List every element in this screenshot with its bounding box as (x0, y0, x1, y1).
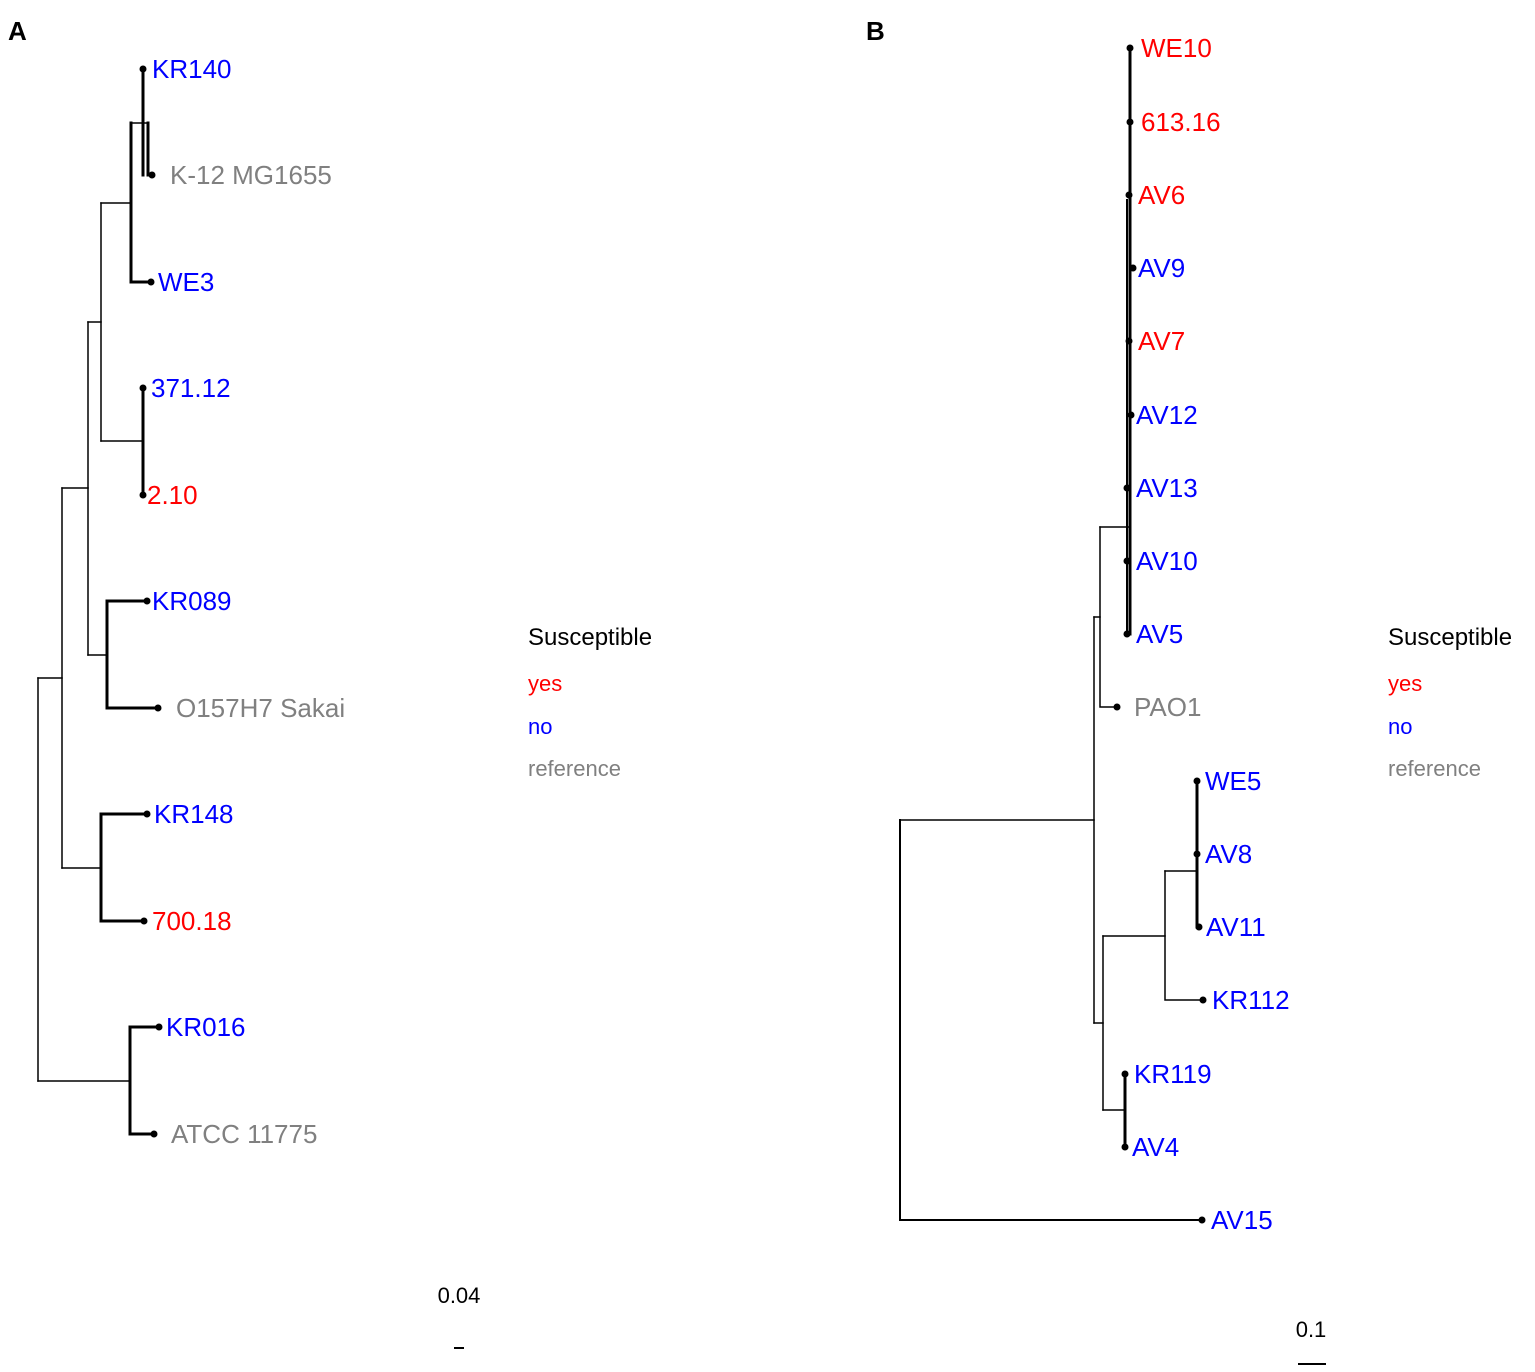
tree-b-tip-label: KR119 (1134, 1059, 1212, 1089)
tree-a-tip-label: KR140 (152, 54, 232, 84)
legend-b-reference: reference (1388, 756, 1481, 781)
tree-b-tip-label: AV11 (1206, 912, 1266, 942)
tree-b-tip-node (1125, 191, 1133, 199)
tree-a-tip-label: ATCC 11775 (171, 1119, 317, 1149)
panel-a-letter: A (8, 16, 27, 46)
tree-a-tip-label: 700.18 (152, 906, 232, 936)
legend-a-no: no (528, 714, 552, 739)
tree-a-tip-label: WE3 (158, 267, 214, 297)
tree-a-tip-node (154, 704, 162, 712)
tree-a-tip-label: 2.10 (147, 480, 198, 510)
scale-bar-a: 0.04 (438, 1283, 481, 1349)
tree-b-branch (1099, 526, 1118, 708)
legend-a: Susceptible yes no reference (528, 624, 652, 781)
tree-b-branch (899, 819, 1203, 1221)
tree-a-tip-label: K-12 MG1655 (170, 160, 332, 190)
tree-b-tip-label: AV7 (1138, 326, 1185, 356)
tree-b-tip-label: AV9 (1138, 253, 1185, 283)
tree-b-tip-label: PAO1 (1134, 692, 1201, 722)
tree-a-branch (99, 812, 149, 923)
legend-a-title: Susceptible (528, 624, 652, 651)
tree-b-tip-node (1193, 850, 1201, 858)
tree-a-tip-label: KR148 (154, 799, 234, 829)
tree-b-tip-label: 613.16 (1141, 107, 1221, 137)
tree-b-tip-label: AV6 (1138, 180, 1185, 210)
tree-a-tip-node (139, 65, 147, 73)
tree-b-tip-node (1113, 703, 1121, 711)
panel-b-letter: B (866, 16, 885, 46)
tree-b-tip-node (1123, 630, 1131, 638)
tree-b-tip-label: KR112 (1212, 985, 1290, 1015)
tree-a-tip-node (140, 917, 148, 925)
tree-b-tip-node (1123, 557, 1131, 565)
tree-b-tip-label: AV5 (1136, 619, 1183, 649)
tree-a-branch (105, 599, 160, 710)
legend-a-yes: yes (528, 671, 562, 696)
legend-b-title: Susceptible (1388, 624, 1512, 651)
tree-b-tip-node (1126, 118, 1134, 126)
tree-b-tip-node (1121, 1070, 1129, 1078)
tree-b-tip-node (1121, 1143, 1129, 1151)
tree-a-tip-node (143, 597, 151, 605)
tree-b: WE10 613.16AV6AV9AV7AV12AV13AV10AV5PAO1WE… (899, 33, 1290, 1235)
tree-b-tip-label: AV15 (1211, 1205, 1273, 1235)
tree-b-tip-label: WE10 (1141, 33, 1212, 63)
tree-b-tip-node (1129, 264, 1137, 272)
tree-b-tip-label: AV8 (1205, 839, 1252, 869)
tree-b-tip-node (1126, 44, 1134, 52)
tree-b-tip-label: WE5 (1205, 766, 1261, 796)
panel-b: B WE10 613.16AV6AV9AV7AV12AV13AV10AV5PAO1… (866, 16, 1512, 1365)
legend-b-yes: yes (1388, 671, 1422, 696)
tree-a-tip-node (139, 384, 147, 392)
tree-a-branch (146, 121, 154, 177)
tree-b-tip-node (1195, 923, 1203, 931)
scale-bar-a-label: 0.04 (438, 1283, 481, 1308)
tree-b-tip-node (1199, 996, 1207, 1004)
tree-b-tip-node (1125, 337, 1133, 345)
tree-b-tip-node (1123, 484, 1131, 492)
scale-bar-b: 0.1 (1296, 1317, 1327, 1365)
tree-a-tip-label: 371.12 (151, 373, 231, 403)
tree-a-tip-node (150, 1130, 158, 1138)
tree-a-branch (128, 1025, 161, 1136)
tree-b-tip-node (1127, 411, 1135, 419)
tree-b-tip-label: AV12 (1136, 400, 1198, 430)
tree-a-tip-label: KR089 (152, 586, 232, 616)
tree-a-tip-label: KR016 (166, 1012, 246, 1042)
tree-b-tip-node (1198, 1216, 1206, 1224)
tree-a-tip-node (155, 1023, 163, 1031)
legend-b-no: no (1388, 714, 1412, 739)
scale-bar-b-label: 0.1 (1296, 1317, 1327, 1342)
tree-a-tip-label: O157H7 Sakai (176, 693, 345, 723)
tree-a-tip-node (139, 491, 147, 499)
legend-b: Susceptible yes no reference (1388, 624, 1512, 781)
tree-a-tip-node (147, 278, 155, 286)
tree-a-tip-node (148, 171, 156, 179)
tree-b-tip-label: AV13 (1136, 473, 1198, 503)
tree-b-tip-label: AV10 (1136, 546, 1198, 576)
tree-b-branch (1164, 870, 1204, 1001)
tree-b-tip-label: AV4 (1132, 1132, 1179, 1162)
legend-a-reference: reference (528, 756, 621, 781)
tree-b-tip-node (1193, 777, 1201, 785)
tree-a-tip-node (143, 810, 151, 818)
tree-a-branch (129, 121, 153, 284)
